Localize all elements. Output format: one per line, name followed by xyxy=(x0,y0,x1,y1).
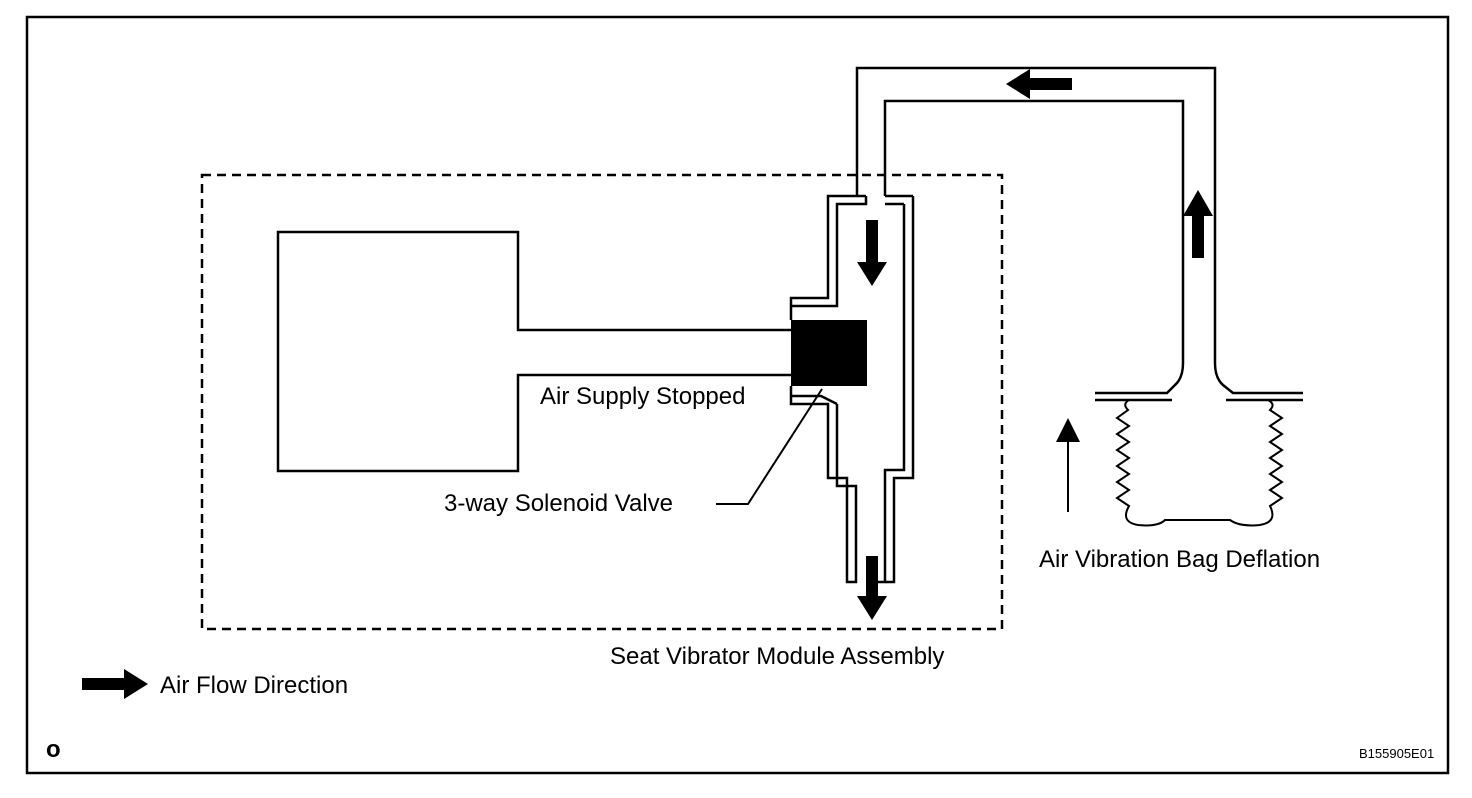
label-seat-vibrator-module: Seat Vibrator Module Assembly xyxy=(610,643,944,670)
label-solenoid-valve: 3-way Solenoid Valve xyxy=(444,490,673,517)
air-vibration-bag xyxy=(1115,399,1284,527)
label-air-supply-stopped: Air Supply Stopped xyxy=(540,383,745,410)
corner-mark: o xyxy=(46,736,61,763)
valve-housing-outer-right xyxy=(885,196,915,584)
label-air-vibration-bag-deflation: Air Vibration Bag Deflation xyxy=(1039,546,1320,573)
figure-frame xyxy=(25,15,1450,775)
valve-housing-inner-top xyxy=(883,99,1185,395)
air-pump-box xyxy=(276,230,791,473)
valve-housing-inner-right xyxy=(866,204,906,584)
deflation-arrow-head xyxy=(1056,418,1080,442)
solenoid-block xyxy=(791,320,867,386)
solenoid-leader-line xyxy=(716,388,823,505)
flow-arrow-down-upper xyxy=(857,220,887,286)
figure-code: B155905E01 xyxy=(1359,746,1434,761)
valve-housing-outer-left-lower xyxy=(789,386,858,584)
legend-arrow-icon xyxy=(82,669,148,699)
module-boundary xyxy=(200,173,1004,631)
flow-arrow-up-bag xyxy=(1183,190,1213,258)
valve-housing-inner xyxy=(791,196,868,308)
flow-arrow-down-outlet xyxy=(857,556,887,620)
flow-arrow-left xyxy=(1006,69,1072,99)
valve-housing-inner-cap xyxy=(857,194,913,206)
valve-housing-lower-lip xyxy=(791,394,838,406)
legend-label: Air Flow Direction xyxy=(160,672,348,699)
valve-housing-outer xyxy=(789,66,1303,395)
